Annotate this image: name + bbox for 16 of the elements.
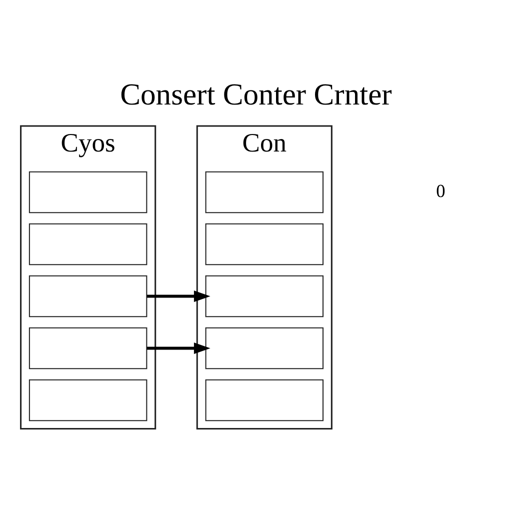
node-box xyxy=(28,274,148,317)
node-box xyxy=(28,378,148,421)
arrow xyxy=(146,342,210,354)
node-box xyxy=(205,170,324,213)
node-box xyxy=(28,170,148,213)
arrow xyxy=(146,290,210,302)
node-box xyxy=(28,326,148,369)
node-box xyxy=(205,222,324,265)
diagram-title: Consert Conter Crnter xyxy=(120,77,392,112)
node-box xyxy=(205,274,324,317)
cluster: Con xyxy=(196,124,332,430)
label: 0 xyxy=(436,180,446,200)
node-box xyxy=(205,378,324,421)
cluster: Cyos xyxy=(20,124,156,430)
node-box xyxy=(205,326,324,369)
node-box xyxy=(28,222,148,265)
